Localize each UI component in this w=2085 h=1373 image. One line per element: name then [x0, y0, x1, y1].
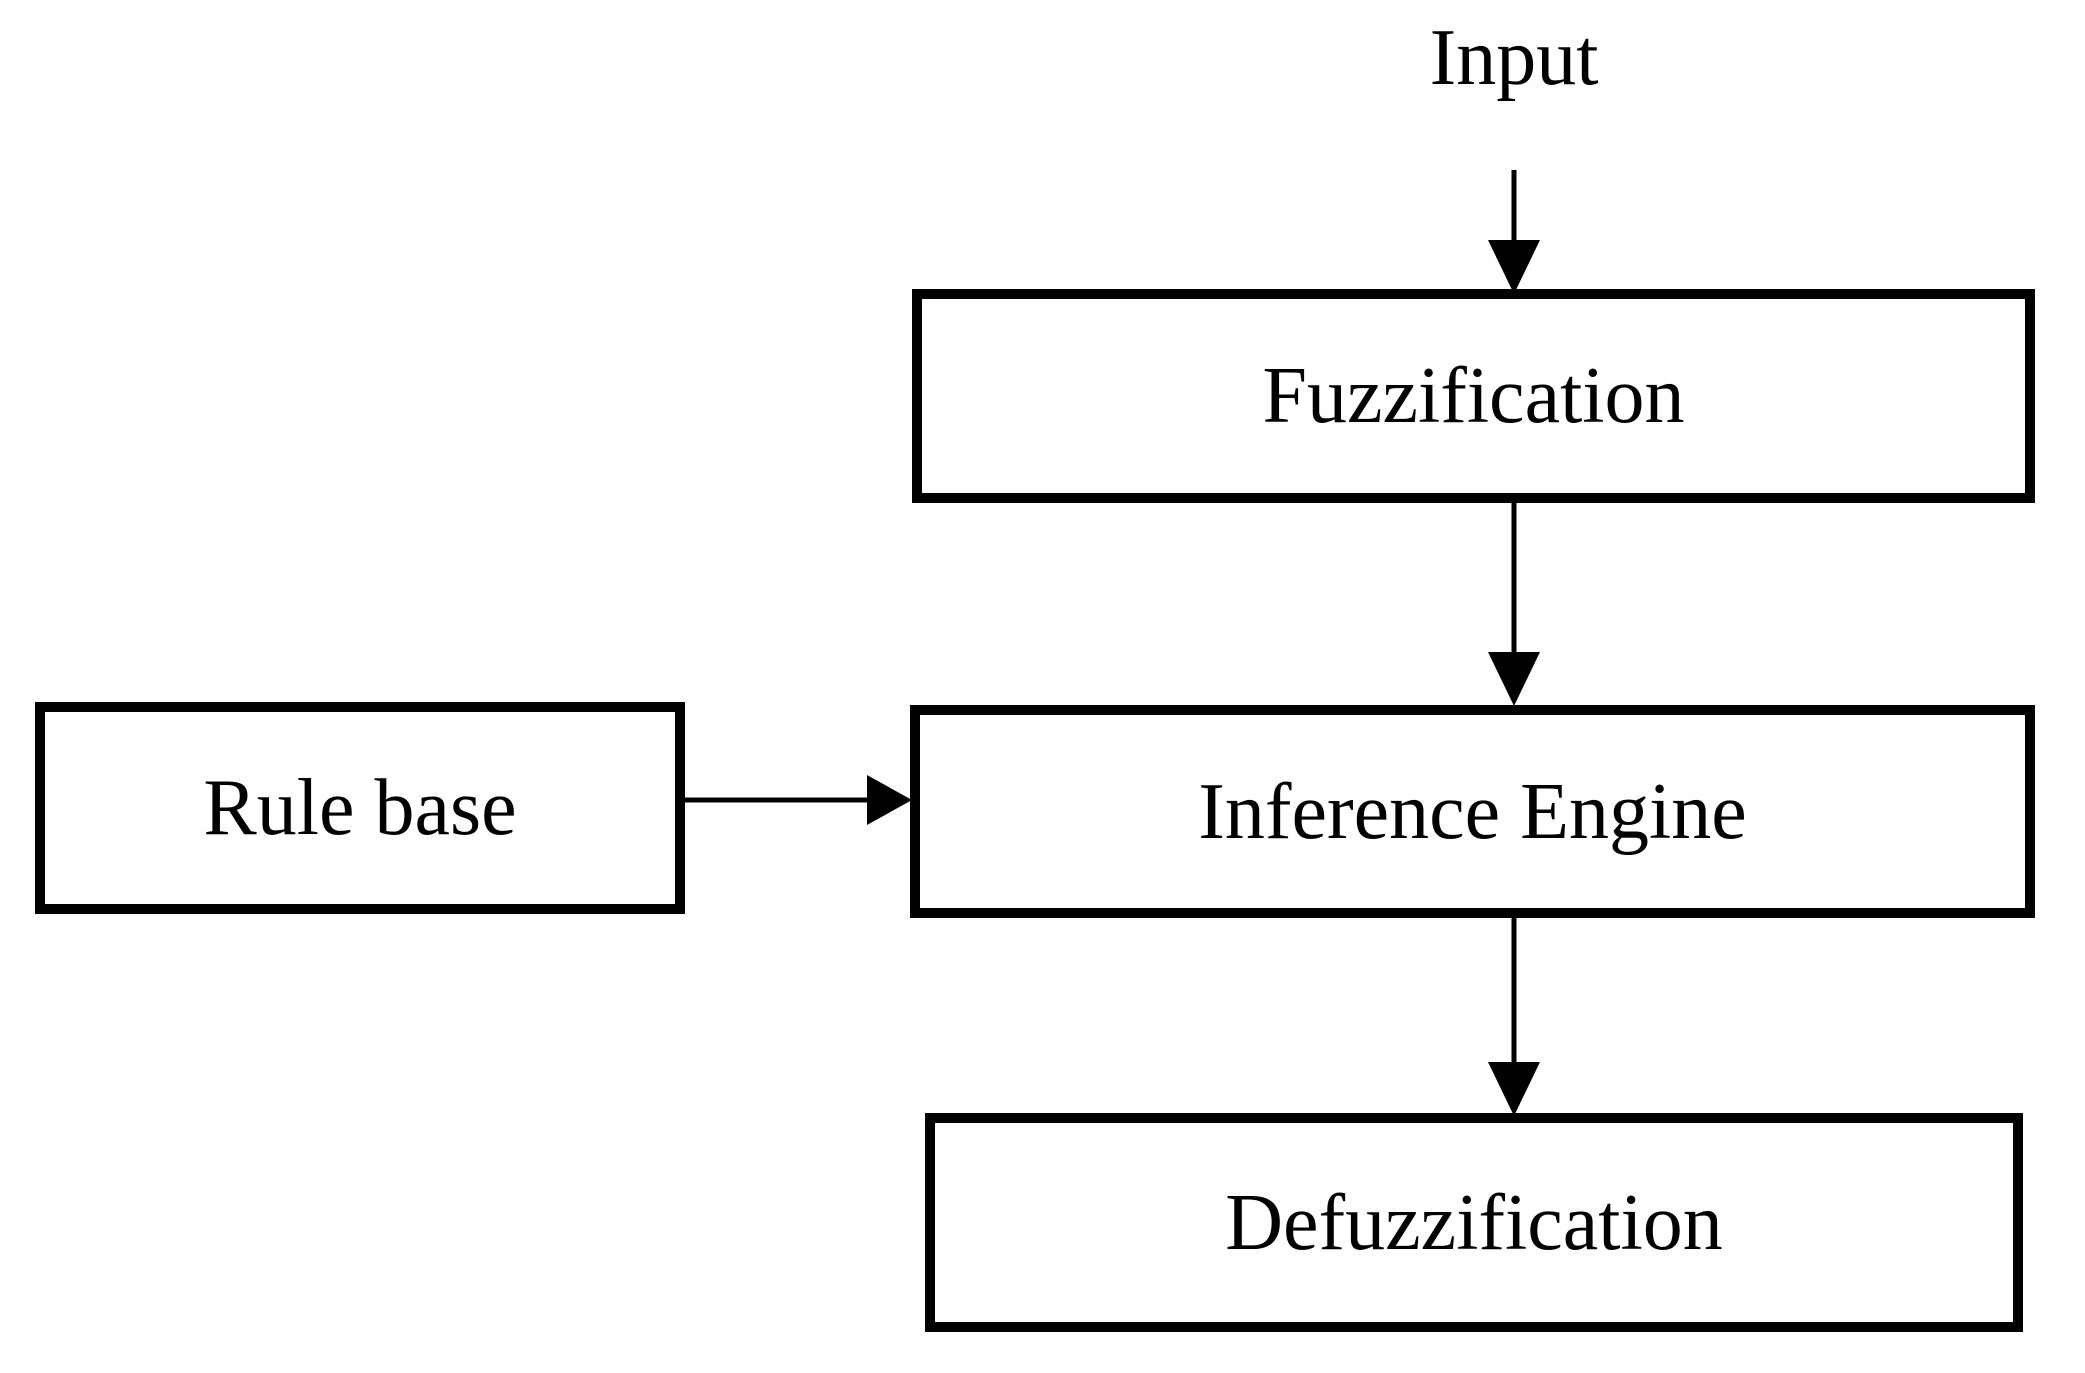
arrow-head	[1488, 652, 1540, 706]
fuzzification-box: Fuzzification	[912, 289, 2035, 503]
arrow-fuzzification-to-inference	[1488, 503, 1540, 706]
rule-base-box: Rule base	[35, 702, 685, 914]
fuzzification-label: Fuzzification	[1262, 352, 1685, 440]
arrow-head	[1488, 1062, 1540, 1116]
defuzzification-label: Defuzzification	[1225, 1178, 1723, 1267]
input-label: Input	[1429, 14, 1599, 102]
inference-engine-box: Inference Engine	[910, 705, 2035, 918]
inference-engine-label: Inference Engine	[1198, 767, 1747, 856]
arrow-head	[1488, 240, 1540, 294]
arrow-rulebase-to-inference	[685, 775, 912, 825]
arrow-head	[867, 775, 912, 825]
rule-base-label: Rule base	[203, 764, 517, 852]
defuzzification-box: Defuzzification	[925, 1113, 2023, 1332]
arrow-inference-to-defuzzification	[1488, 918, 1540, 1116]
arrow-input-to-fuzzification	[1488, 170, 1540, 294]
